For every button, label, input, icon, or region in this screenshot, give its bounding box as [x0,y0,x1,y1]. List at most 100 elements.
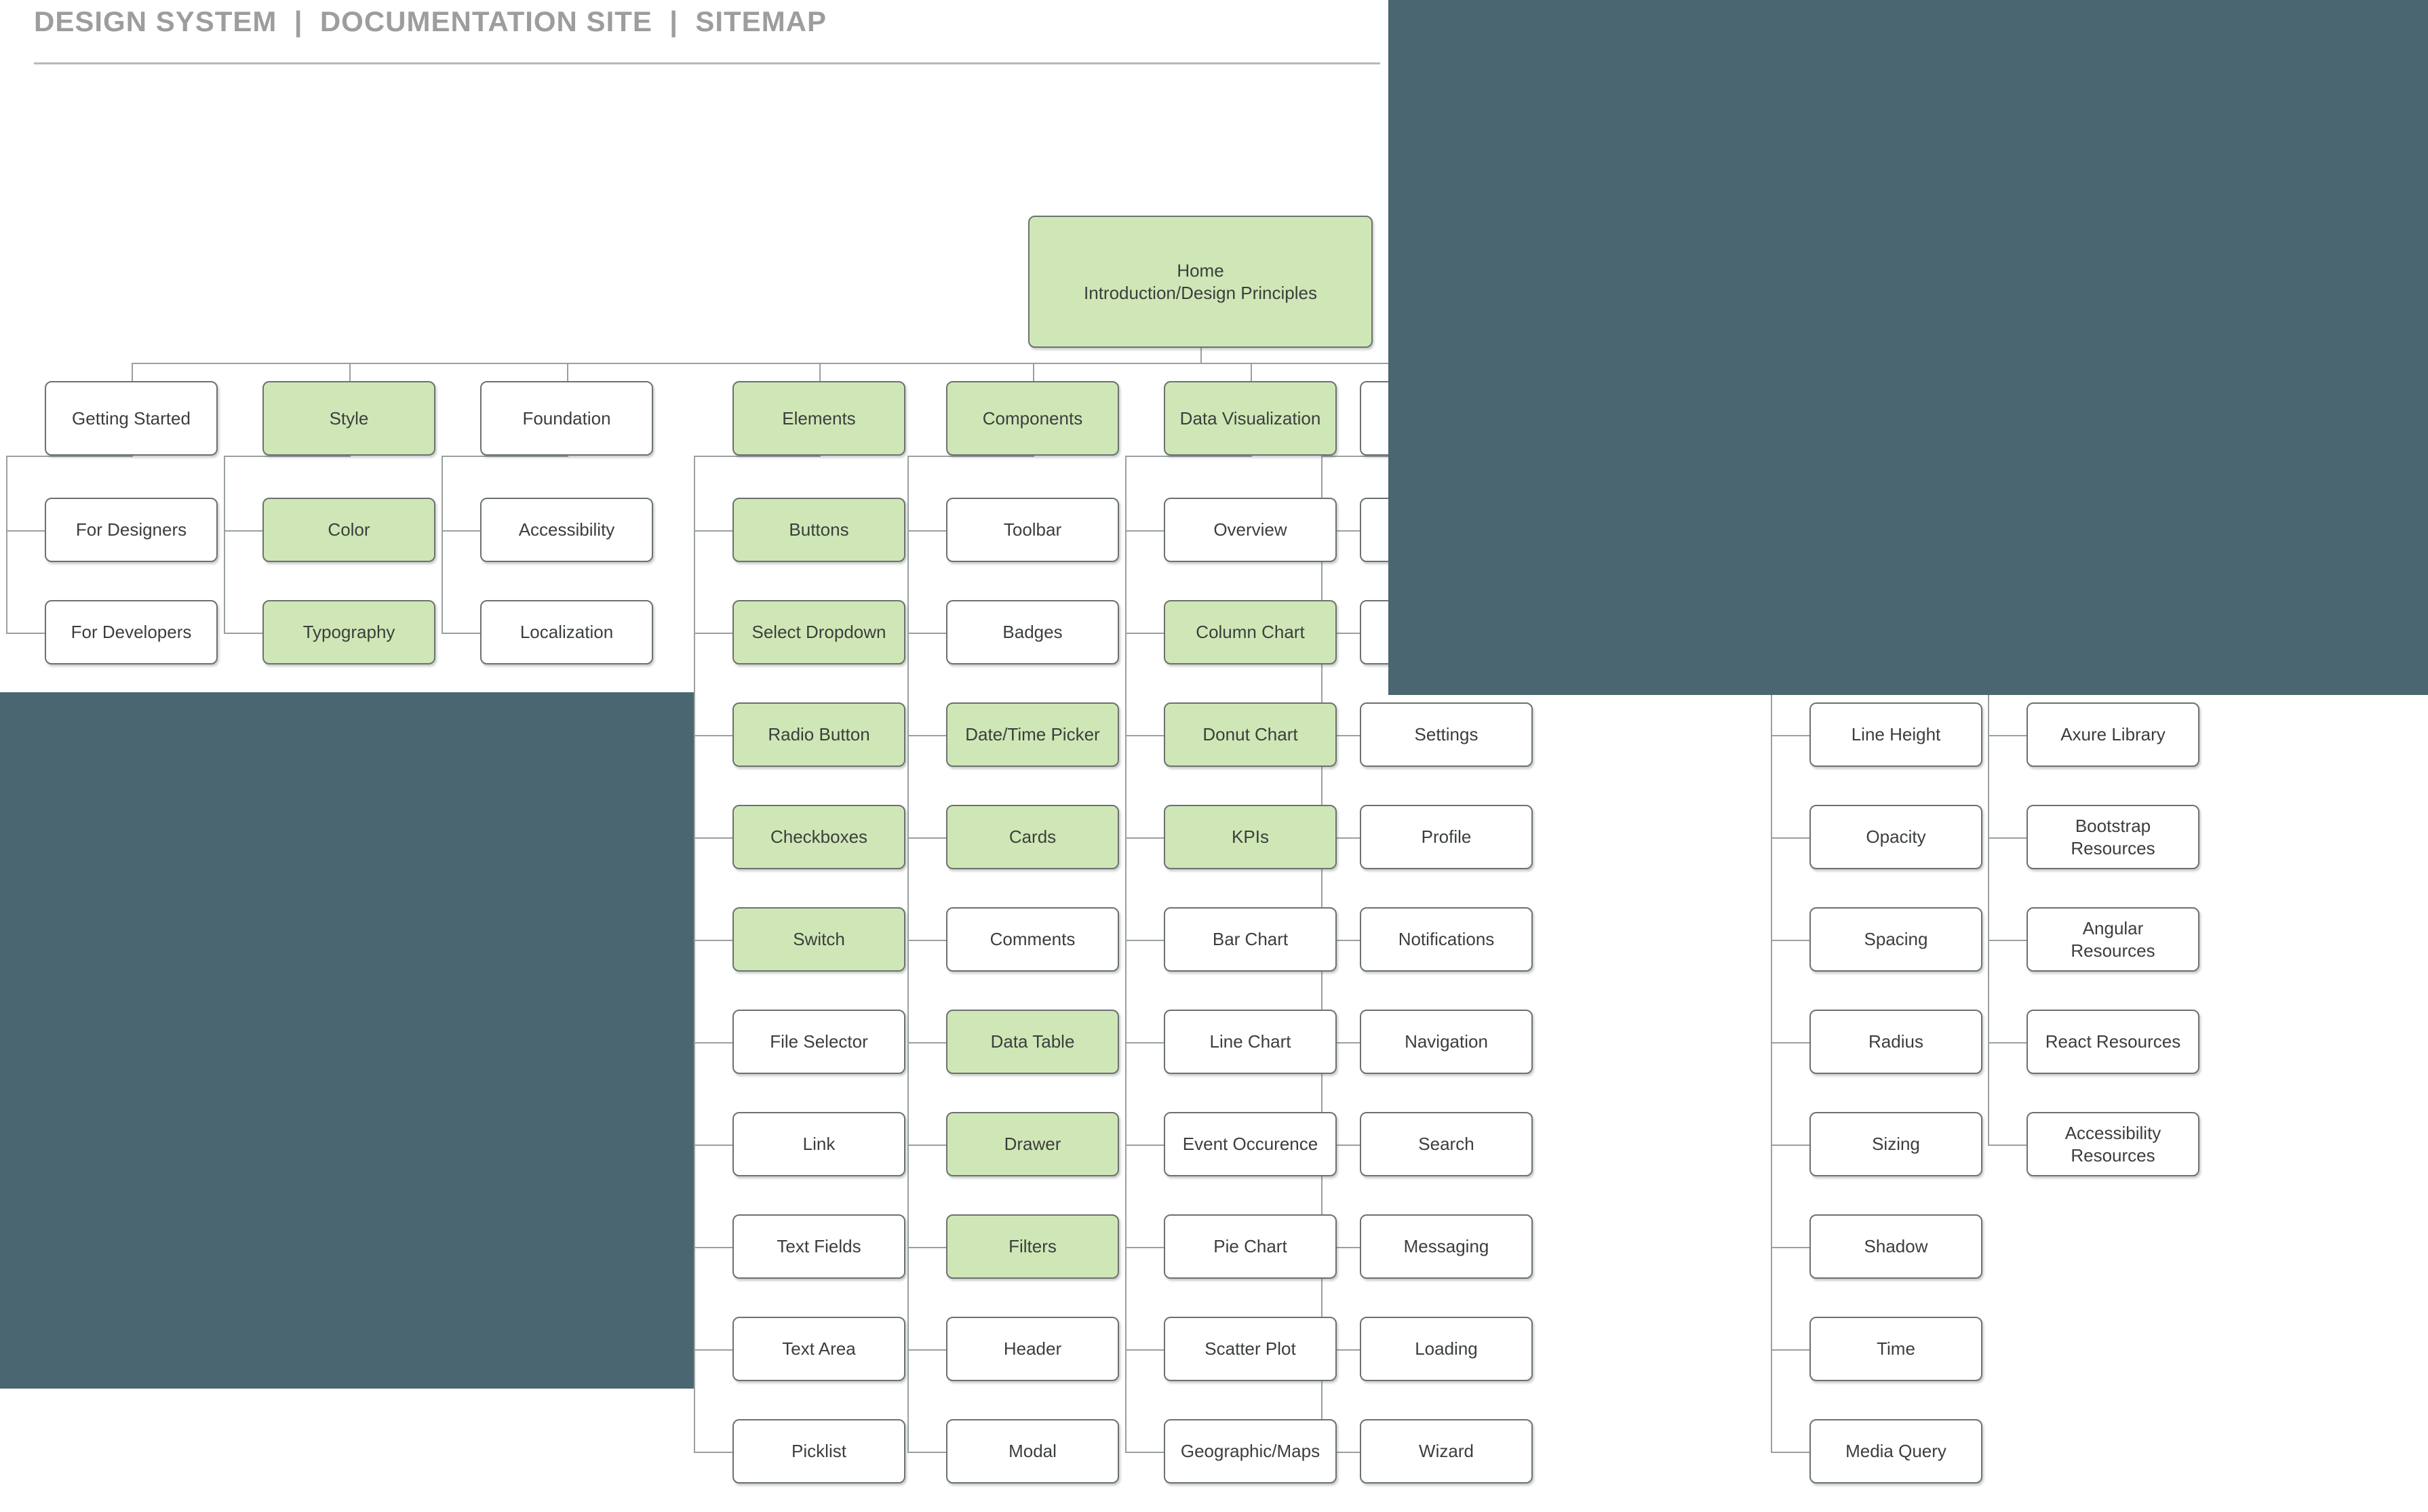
node-geographic-maps[interactable]: Geographic/Maps [1164,1419,1337,1484]
node-top-style[interactable]: Style [262,381,435,456]
node-loading[interactable]: Loading [1360,1317,1533,1381]
connector-line-horizontal [1988,939,2026,941]
node-line-height[interactable]: Line Height [1809,702,1982,767]
node-label: Accessibility [518,519,615,540]
node-event-occurence[interactable]: Event Occurence [1164,1112,1337,1176]
node-picklist[interactable]: Picklist [732,1419,905,1484]
connector-line-vertical [349,456,351,457]
node-color[interactable]: Color [262,498,435,562]
connector-line-horizontal [694,1144,732,1146]
node-top-foundation[interactable]: Foundation [480,381,653,456]
node-label: Filters [1009,1236,1057,1257]
node-navigation[interactable]: Navigation [1360,1010,1533,1074]
node-label: Link [802,1134,836,1155]
connector-line-vertical [1988,447,1989,1146]
node-filters[interactable]: Filters [946,1214,1119,1279]
node-angular-resources[interactable]: Angular Resources [2026,907,2199,972]
node-notifications[interactable]: Notifications [1360,907,1533,972]
node-donut-chart[interactable]: Donut Chart [1164,702,1337,767]
node-toolbar[interactable]: Toolbar [946,498,1119,562]
node-messaging[interactable]: Messaging [1360,1214,1533,1279]
node-switch[interactable]: Switch [732,907,905,972]
page-title: DESIGN SYSTEM | DOCUMENTATION SITE | SIT… [34,5,827,37]
node-text-fields[interactable]: Text Fields [732,1214,905,1279]
connector-line-horizontal [694,632,732,634]
node-top-elements[interactable]: Elements [732,381,905,456]
node-top-components[interactable]: Components [946,381,1119,456]
node-badges[interactable]: Badges [946,600,1119,664]
node-pie-chart[interactable]: Pie Chart [1164,1214,1337,1279]
node-label: Navigation [1405,1031,1488,1052]
connector-line-horizontal [1771,1451,1809,1453]
connector-line-horizontal [1321,632,1360,634]
node-shadow[interactable]: Shadow [1809,1214,1982,1279]
connector-line-vertical [1771,447,1772,1453]
node-comments[interactable]: Comments [946,907,1119,972]
node-cards[interactable]: Cards [946,805,1119,869]
node-spacing[interactable]: Spacing [1809,907,1982,972]
node-label: Profile [1421,827,1472,848]
node-wizard[interactable]: Wizard [1360,1419,1533,1484]
node-time[interactable]: Time [1809,1317,1982,1381]
node-radio-button[interactable]: Radio Button [732,702,905,767]
node-search[interactable]: Search [1360,1112,1533,1176]
node-react-resources[interactable]: React Resources [2026,1010,2199,1074]
node-home-root[interactable]: Home Introduction/Design Principles [1028,216,1373,348]
node-for-designers[interactable]: For Designers [45,498,218,562]
connector-line-horizontal [1125,530,1164,532]
connector-line-vertical [1200,348,1202,363]
connector-line-vertical [131,456,133,457]
node-axure-library[interactable]: Axure Library [2026,702,2199,767]
node-localization[interactable]: Localization [480,600,653,664]
node-line-chart[interactable]: Line Chart [1164,1010,1337,1074]
node-label: Data Visualization [1179,407,1321,429]
node-overview[interactable]: Overview [1164,498,1337,562]
node-media-query[interactable]: Media Query [1809,1419,1982,1484]
node-label: Text Area [782,1338,856,1359]
node-text-area[interactable]: Text Area [732,1317,905,1381]
node-opacity[interactable]: Opacity [1809,805,1982,869]
header-divider [34,62,1380,64]
node-link[interactable]: Link [732,1112,905,1176]
node-data-table[interactable]: Data Table [946,1010,1119,1074]
connector-line-horizontal [907,530,946,532]
node-label: Typography [302,622,395,643]
node-drawer[interactable]: Drawer [946,1112,1119,1176]
node-checkboxes[interactable]: Checkboxes [732,805,905,869]
node-profile[interactable]: Profile [1360,805,1533,869]
connector-line-horizontal [907,632,946,634]
node-accessibility[interactable]: Accessibility [480,498,653,562]
connector-line-horizontal [442,530,480,532]
node-file-selector[interactable]: File Selector [732,1010,905,1074]
node-label: Radio Button [768,724,870,745]
node-typography[interactable]: Typography [262,600,435,664]
node-header[interactable]: Header [946,1317,1119,1381]
node-top-getting-started[interactable]: Getting Started [45,381,218,456]
node-modal[interactable]: Modal [946,1419,1119,1484]
node-label: Getting Started [72,407,191,429]
connector-line-vertical [6,456,7,634]
connector-line-horizontal [1988,734,2026,736]
connector-line-horizontal [907,734,946,736]
connector-line-horizontal [694,1451,732,1453]
node-for-developers[interactable]: For Developers [45,600,218,664]
node-date-time-picker[interactable]: Date/Time Picker [946,702,1119,767]
connector-line-horizontal [907,1451,946,1453]
node-sizing[interactable]: Sizing [1809,1112,1982,1176]
node-column-chart[interactable]: Column Chart [1164,600,1337,664]
node-radius[interactable]: Radius [1809,1010,1982,1074]
node-kpis[interactable]: KPIs [1164,805,1337,869]
connector-line-vertical [566,456,568,457]
connector-line-horizontal [1321,734,1360,736]
node-select-dropdown[interactable]: Select Dropdown [732,600,905,664]
node-top-data-visualization[interactable]: Data Visualization [1164,381,1337,456]
node-buttons[interactable]: Buttons [732,498,905,562]
connector-line-horizontal [1321,1144,1360,1146]
node-settings[interactable]: Settings [1360,702,1533,767]
node-bar-chart[interactable]: Bar Chart [1164,907,1337,972]
node-scatter-plot[interactable]: Scatter Plot [1164,1317,1337,1381]
node-bootstrap-resources[interactable]: Bootstrap Resources [2026,805,2199,869]
node-label: File Selector [770,1031,868,1052]
node-accessibility-resources[interactable]: Accessibility Resources [2026,1112,2199,1176]
connector-line-horizontal [442,456,567,457]
